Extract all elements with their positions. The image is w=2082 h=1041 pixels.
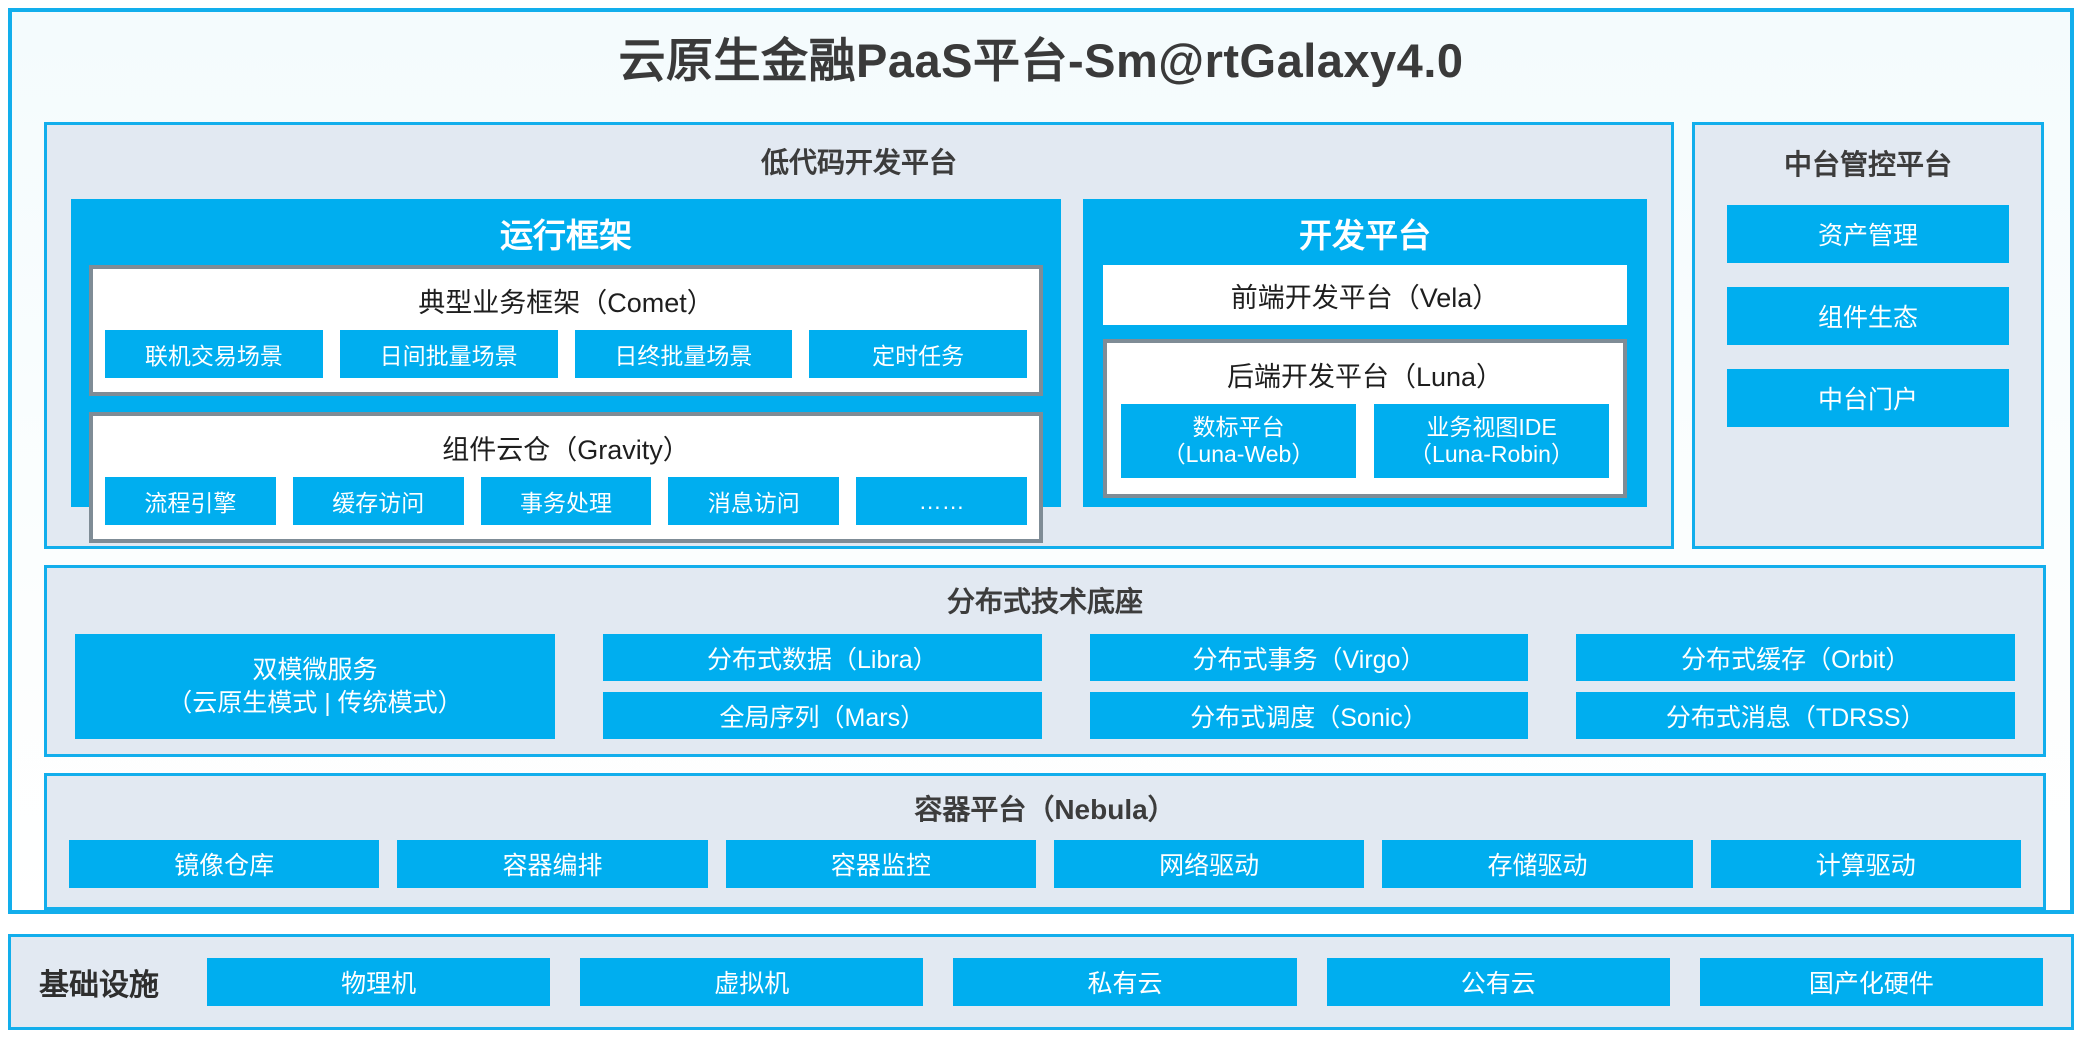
infrastructure-panel: 基础设施 物理机 虚拟机 私有云 公有云 国产化硬件 <box>8 934 2074 1030</box>
luna-web-name: 数标平台 <box>1192 413 1285 440</box>
comet-item[interactable]: 日间批量场景 <box>339 330 558 378</box>
infrastructure-label: 基础设施 <box>39 969 159 1002</box>
infrastructure-item-private-cloud[interactable]: 私有云 <box>953 958 1297 1006</box>
container-item-compute-driver[interactable]: 计算驱动 <box>1710 840 2021 888</box>
gravity-item[interactable]: 缓存访问 <box>292 477 464 525</box>
runtime-framework-title: 运行框架 <box>500 217 632 254</box>
techbase-panel: 分布式技术底座 双模微服务 （云原生模式 | 传统模式） 分布式数据（Libra… <box>44 565 2046 757</box>
techbase-column-2: 分布式事务（Virgo） 分布式调度（Sonic） <box>1089 634 1529 739</box>
top-row: 低代码开发平台 运行框架 典型业务框架（Comet） 联机交易场景 日间批量场景… <box>44 122 2046 549</box>
techbase-cell-virgo[interactable]: 分布式事务（Virgo） <box>1089 634 1529 681</box>
luna-web-code: （Luna-Web） <box>1162 441 1315 467</box>
container-item-monitoring[interactable]: 容器监控 <box>725 840 1036 888</box>
dual-mode-microservice-cell[interactable]: 双模微服务 （云原生模式 | 传统模式） <box>75 634 555 739</box>
comet-item[interactable]: 联机交易场景 <box>105 330 323 378</box>
gravity-card: 组件云仓（Gravity） 流程引擎 缓存访问 事务处理 消息访问 …… <box>89 412 1043 543</box>
luna-robin-name: 业务视图IDE <box>1426 413 1557 440</box>
comet-item[interactable]: 日终批量场景 <box>574 330 793 378</box>
container-item-network-driver[interactable]: 网络驱动 <box>1053 840 1365 888</box>
backend-platform-chip-row: 数标平台 （Luna-Web） 业务视图IDE （Luna-Robin） <box>1121 404 1609 478</box>
techbase-column-1: 分布式数据（Libra） 全局序列（Mars） <box>603 634 1042 739</box>
techbase-cell-sonic[interactable]: 分布式调度（Sonic） <box>1089 692 1529 739</box>
infrastructure-item-public-cloud[interactable]: 公有云 <box>1326 958 1670 1006</box>
midoffice-platform-panel: 中台管控平台 资产管理 组件生态 中台门户 <box>1692 122 2044 549</box>
gravity-item[interactable]: 事务处理 <box>480 477 652 525</box>
container-item-orchestration[interactable]: 容器编排 <box>397 840 708 888</box>
midoffice-item-asset-management[interactable]: 资产管理 <box>1727 205 2009 263</box>
page-title: 云原生金融PaaS平台-Sm@rtGalaxy4.0 <box>618 33 1464 87</box>
luna-robin-code: （Luna-Robin） <box>1409 441 1574 467</box>
container-platform-title: 容器平台（Nebula） <box>914 794 1176 825</box>
midoffice-item-component-ecosystem[interactable]: 组件生态 <box>1727 287 2009 345</box>
development-platform-box: 开发平台 前端开发平台（Vela） 后端开发平台（Luna） 数标平台 （Lun… <box>1083 199 1647 507</box>
frontend-platform-card[interactable]: 前端开发平台（Vela） <box>1103 265 1627 325</box>
techbase-cell-mars[interactable]: 全局序列（Mars） <box>603 692 1042 739</box>
dual-mode-microservice-line2: （云原生模式 | 传统模式） <box>167 688 463 717</box>
backend-platform-card: 后端开发平台（Luna） 数标平台 （Luna-Web） 业务视图IDE （Lu… <box>1103 339 1627 498</box>
infrastructure-item-physical-machine[interactable]: 物理机 <box>207 958 551 1006</box>
runtime-framework-box: 运行框架 典型业务框架（Comet） 联机交易场景 日间批量场景 日终批量场景 … <box>71 199 1061 543</box>
infrastructure-item-domestic-hardware[interactable]: 国产化硬件 <box>1699 958 2044 1006</box>
dual-mode-microservice-line1: 双模微服务 <box>252 656 378 684</box>
platform-frame: 云原生金融PaaS平台-Sm@rtGalaxy4.0 低代码开发平台 运行框架 … <box>8 8 2074 914</box>
techbase-title: 分布式技术底座 <box>946 586 1143 617</box>
techbase-column-3: 分布式缓存（Orbit） 分布式消息（TDRSS） <box>1576 634 2016 739</box>
midoffice-item-portal[interactable]: 中台门户 <box>1727 369 2009 427</box>
comet-item[interactable]: 定时任务 <box>809 330 1027 378</box>
gravity-item[interactable]: 消息访问 <box>668 477 840 525</box>
techbase-body: 双模微服务 （云原生模式 | 传统模式） 分布式数据（Libra） 全局序列（M… <box>47 620 2043 739</box>
container-platform-panel: 容器平台（Nebula） 镜像仓库 容器编排 容器监控 网络驱动 存储驱动 计算… <box>44 773 2046 910</box>
midoffice-platform-title: 中台管控平台 <box>1783 149 1952 180</box>
techbase-cell-orbit[interactable]: 分布式缓存（Orbit） <box>1576 634 2016 681</box>
gravity-item-more[interactable]: …… <box>856 477 1027 525</box>
lowcode-platform-title: 低代码开发平台 <box>760 147 957 178</box>
container-item-image-repository[interactable]: 镜像仓库 <box>69 840 380 888</box>
techbase-cell-tdrss[interactable]: 分布式消息（TDRSS） <box>1576 692 2016 739</box>
luna-web-chip[interactable]: 数标平台 （Luna-Web） <box>1121 404 1356 478</box>
luna-robin-chip[interactable]: 业务视图IDE （Luna-Robin） <box>1374 404 1609 478</box>
comet-card: 典型业务框架（Comet） 联机交易场景 日间批量场景 日终批量场景 定时任务 <box>89 265 1043 396</box>
midoffice-item-list: 资产管理 组件生态 中台门户 <box>1695 183 2041 427</box>
lowcode-platform-panel: 低代码开发平台 运行框架 典型业务框架（Comet） 联机交易场景 日间批量场景… <box>44 122 1674 549</box>
container-platform-body: 镜像仓库 容器编排 容器监控 网络驱动 存储驱动 计算驱动 <box>47 828 2043 888</box>
comet-chip-row: 联机交易场景 日间批量场景 日终批量场景 定时任务 <box>105 330 1027 378</box>
gravity-item[interactable]: 流程引擎 <box>105 477 276 525</box>
gravity-chip-row: 流程引擎 缓存访问 事务处理 消息访问 …… <box>105 477 1027 525</box>
infrastructure-item-virtual-machine[interactable]: 虚拟机 <box>580 958 924 1006</box>
container-item-storage-driver[interactable]: 存储驱动 <box>1382 840 1693 888</box>
comet-title: 典型业务框架（Comet） <box>418 288 714 318</box>
gravity-title: 组件云仓（Gravity） <box>442 435 690 465</box>
development-platform-title: 开发平台 <box>1299 217 1431 254</box>
techbase-cell-libra[interactable]: 分布式数据（Libra） <box>603 634 1042 681</box>
lowcode-platform-body: 运行框架 典型业务框架（Comet） 联机交易场景 日间批量场景 日终批量场景 … <box>47 181 1671 543</box>
backend-platform-title: 后端开发平台（Luna） <box>1226 362 1504 392</box>
